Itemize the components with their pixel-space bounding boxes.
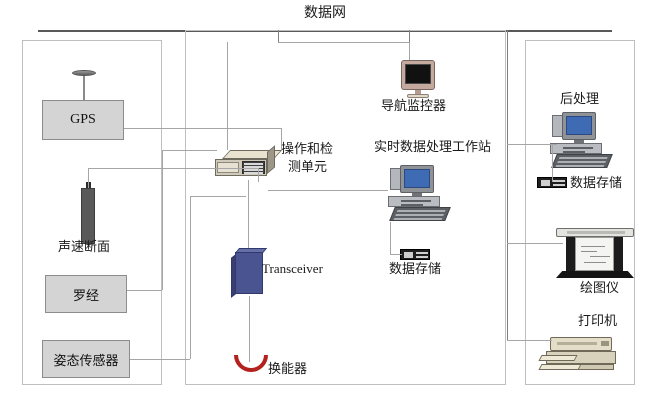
plotter-leg-left	[566, 237, 575, 271]
rack-unit-slots	[242, 161, 265, 174]
monitor-stand	[574, 140, 584, 143]
motion-sensor-box: 姿态传感器	[42, 340, 130, 378]
printer-label: 打印机	[578, 313, 618, 328]
plotter-leg-right	[614, 237, 623, 271]
transceiver-label: Transceiver	[262, 261, 323, 276]
crt-screen	[405, 64, 431, 84]
diagram-title: 数据网	[304, 6, 346, 21]
sound-velocity-probe-icon	[81, 188, 95, 244]
gyro-box: 罗经	[45, 275, 127, 313]
sensor-panel	[22, 40, 162, 385]
tape-storage-icon-middle	[400, 249, 430, 260]
printer-tray-upper	[538, 355, 578, 361]
wire-gps-drop	[281, 128, 282, 150]
printer-icon	[538, 337, 622, 373]
crt-neck	[415, 90, 421, 94]
data-storage-label-right: 数据存储	[570, 175, 623, 190]
gps-label: GPS	[70, 112, 96, 127]
nav-monitor-label: 导航监控器	[381, 98, 447, 113]
wire-storage-connect-middle	[390, 254, 402, 255]
realtime-workstation-computer	[386, 165, 452, 223]
transceiver-front	[235, 252, 263, 294]
wire-transceiver-to-transducer	[249, 296, 250, 362]
wire-trunk-to-post-processing	[507, 144, 557, 145]
printer-top	[550, 337, 612, 351]
crt-monitor-icon	[401, 60, 435, 98]
wire-motion-right	[130, 359, 190, 360]
wire-bus-to-unit-left	[227, 42, 228, 150]
gps-antenna-icon	[72, 70, 96, 76]
acquisition-panel	[185, 30, 506, 385]
plotter-label: 绘图仪	[580, 280, 620, 295]
motion-sensor-label: 姿态传感器	[53, 352, 119, 368]
output-panel-trunk	[507, 30, 508, 340]
plotter-base	[556, 271, 634, 278]
transceiver-icon	[231, 248, 268, 298]
realtime-workstation-label: 实时数据处理工作站	[374, 139, 492, 154]
wire-gps-to-unit	[124, 128, 281, 129]
computer-case	[550, 143, 602, 154]
wire-svp-drop	[258, 168, 259, 182]
wire-motion-up	[190, 196, 191, 359]
plotter-rail	[556, 228, 634, 237]
svp-label: 声速断面	[58, 239, 111, 254]
monitor-stand	[412, 193, 422, 196]
wire-gyro-right	[127, 290, 162, 291]
gps-box: GPS	[42, 100, 124, 140]
gps-antenna-mast	[83, 76, 85, 102]
data-storage-label-middle: 数据存储	[389, 261, 442, 276]
wire-bus-to-nav-monitor	[409, 42, 410, 60]
post-processing-computer	[548, 112, 614, 170]
wire-motion-to-unit	[190, 196, 246, 197]
wire-unit-to-workstation	[268, 190, 388, 191]
keyboard-icon	[551, 154, 613, 168]
monitor-screen	[566, 116, 592, 135]
monitor-screen	[404, 169, 430, 188]
operation-unit-label-line2: 测单元	[288, 159, 328, 174]
wire-unit-to-transceiver	[248, 180, 249, 248]
wire-workstation-to-storage	[390, 222, 391, 254]
wire-svp-up	[88, 168, 89, 188]
bus-drop-nav-monitor	[278, 30, 279, 42]
data-network-bus	[38, 30, 612, 32]
operation-unit-label-line1: 操作和检	[281, 141, 334, 156]
rack-unit-side	[267, 145, 275, 174]
rack-unit-icon	[215, 145, 283, 180]
wire-post-processing-to-storage	[552, 144, 553, 182]
transducer-label: 换能器	[268, 361, 308, 376]
keyboard-icon	[389, 207, 451, 221]
gyro-label: 罗经	[72, 287, 99, 303]
output-panel	[525, 40, 635, 385]
wire-bus-nav-span	[278, 42, 409, 43]
wire-gyro-to-unit	[162, 150, 217, 151]
plotter-icon	[556, 228, 634, 278]
wire-svp-right	[88, 168, 258, 169]
plotter-paper	[575, 237, 614, 271]
wire-trunk-to-printer	[507, 340, 552, 341]
printer-tray-lower	[538, 364, 582, 370]
wire-gyro-up	[162, 150, 163, 290]
crt-base	[407, 94, 429, 98]
computer-case	[388, 196, 440, 207]
rack-unit-face	[217, 162, 239, 173]
wire-trunk-to-plotter	[507, 243, 563, 244]
post-processing-label: 后处理	[560, 91, 600, 106]
